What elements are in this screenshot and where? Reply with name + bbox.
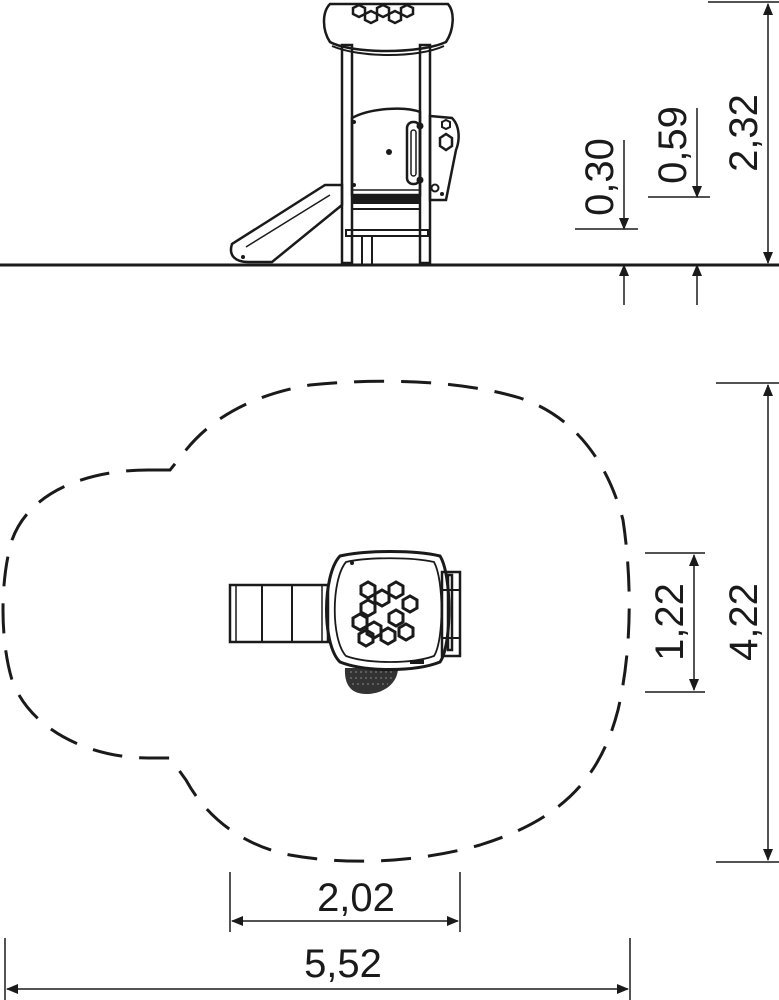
dim-equipment-width-label: 2,02 — [317, 876, 395, 920]
front-panel-with-handle — [405, 114, 460, 202]
dim-safety-zone-depth-label: 4,22 — [722, 583, 766, 661]
dim-slide-height-label: 0,59 — [651, 106, 695, 184]
dim-safety-zone-width-label: 5,52 — [304, 942, 382, 986]
dim-slide-height: 0,59 — [648, 106, 710, 305]
dim-total-height: 2,32 — [708, 1, 779, 266]
dim-equipment-depth-label: 1,22 — [648, 583, 692, 661]
side-view: 0,30 0,59 2,32 — [0, 1, 779, 305]
climber-top — [440, 570, 462, 658]
slide-side — [229, 183, 344, 264]
dim-safety-zone-width: 5,52 — [4, 938, 631, 1000]
dim-platform-height-label: 0,30 — [578, 138, 622, 216]
top-view: 1,22 4,22 2,02 5,52 — [1, 379, 779, 1000]
roof-hexagon-ornament — [351, 3, 415, 25]
safety-zone-outline — [1, 379, 631, 863]
dim-safety-zone-depth: 4,22 — [716, 382, 779, 863]
slide-top — [228, 583, 330, 644]
roof-top — [325, 550, 451, 671]
dim-total-height-label: 2,32 — [722, 94, 766, 172]
roof-hexagon-ornament-top — [351, 580, 419, 648]
platform-side — [345, 195, 429, 264]
roof-side — [322, 2, 454, 56]
dim-equipment-width: 2,02 — [229, 872, 461, 932]
panel-top — [344, 668, 398, 694]
dim-platform-height: 0,30 — [575, 138, 638, 305]
dim-equipment-depth: 1,22 — [645, 552, 705, 693]
